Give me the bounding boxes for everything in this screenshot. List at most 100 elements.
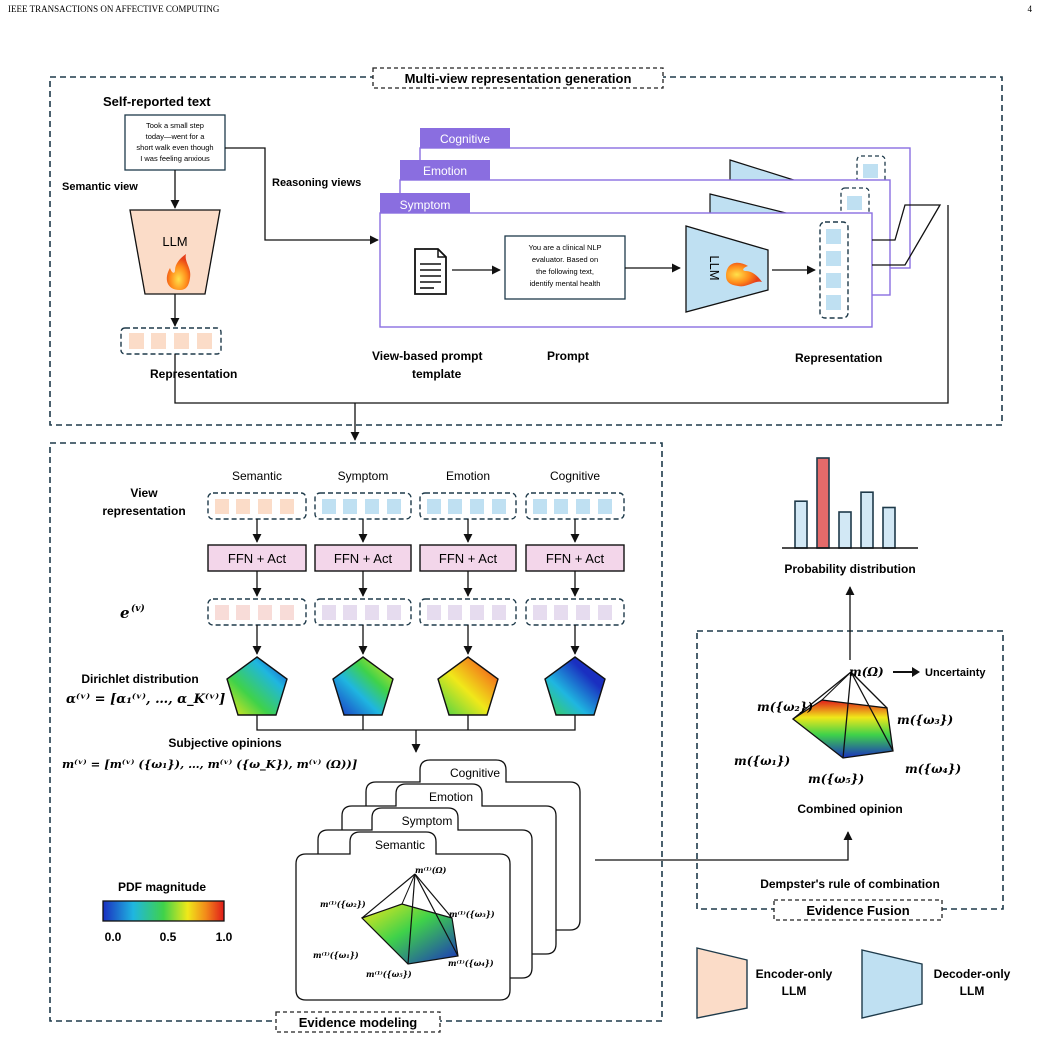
evidence-modeling-title-box [275, 1011, 441, 1033]
evidence-fusion-title: Evidence Fusion [806, 903, 909, 918]
dirichlet-pentagon [226, 656, 288, 716]
evidence-modeling-title: Evidence modeling [299, 1015, 418, 1030]
encoder-llm-label: LLM [162, 234, 187, 249]
fusion-w3-label: m({ω₃}) [897, 713, 953, 727]
fusion-w5-label: m({ω₅}) [808, 772, 864, 786]
tab-emotion: Emotion [423, 164, 467, 178]
e-label: e [120, 604, 130, 622]
ffn-label: FFN + Act [439, 551, 498, 566]
rep-cell [197, 333, 212, 349]
view-panel-symptom: Symptom You are a clinical NLP evaluator… [379, 193, 873, 328]
input-text-line-1: Took a small step [146, 121, 204, 130]
pdf-tick-2: 1.0 [216, 930, 233, 944]
arrow-right-icon [893, 667, 920, 677]
template-label-line-1: View-based prompt [372, 349, 482, 363]
multiview-title: Multi-view representation generation [405, 71, 632, 86]
self-reported-label: Self-reported text [103, 94, 211, 109]
ffn-label: FFN + Act [546, 551, 605, 566]
probability-label: Probability distribution [784, 562, 915, 576]
fusion-w4-label: m({ω₄}) [905, 762, 961, 776]
small-opinion-pyramid [360, 873, 459, 965]
col-label: Symptom [338, 469, 389, 483]
view-rep-label-1: View [130, 486, 158, 500]
legend-decoder-line-1: Decoder-only [934, 967, 1011, 981]
column-emotion: Emotion FFN + Act [419, 469, 517, 716]
document-icon [414, 248, 447, 295]
representation-label-right: Representation [795, 351, 882, 365]
small-w5-label: m⁽¹⁾({ω₅}) [366, 969, 412, 979]
dirichlet-pentagon [332, 656, 394, 716]
small-w3-label: m⁽¹⁾({ω₃}) [449, 909, 495, 919]
fire-icon [726, 262, 762, 287]
arrow-to-fusion [595, 831, 853, 861]
decoder-llm-label: LLM [707, 255, 722, 280]
semantic-representation-box [120, 327, 222, 355]
reasoning-views-label: Reasoning views [272, 177, 361, 189]
fusion-w2-label: m({ω₂}) [757, 700, 813, 714]
column-cognitive: Cognitive FFN + Act [525, 469, 625, 716]
card-tab-emotion: Emotion [429, 790, 473, 804]
tab-symptom: Symptom [400, 198, 451, 212]
fusion-apex-label: m(Ω) [849, 665, 884, 679]
encoder-llm-trapezoid [129, 209, 221, 295]
col-label: Semantic [232, 469, 282, 483]
small-w4-label: m⁽¹⁾({ω₄}) [448, 958, 494, 968]
rep-merge-line [872, 204, 942, 266]
view-rep-label-2: representation [102, 504, 185, 518]
arrow-to-reasoning [225, 147, 379, 245]
legend-encoder-shape [696, 947, 748, 1019]
dirichlet-label: Dirichlet distribution [81, 672, 198, 686]
dempster-label: Dempster's rule of combination [760, 877, 940, 891]
representation-label-left: Representation [150, 367, 237, 381]
decoder-representation-box [819, 221, 849, 319]
probability-bar [794, 500, 808, 549]
subjective-formula: m⁽ᵛ⁾ = [m⁽ᵛ⁾ ({ω₁}), …, m⁽ᵛ⁾ ({ω_K}), m⁽… [62, 757, 357, 772]
rep-cell [174, 333, 189, 349]
small-apex-label: m⁽¹⁾(Ω) [415, 865, 447, 875]
prompt-label: Prompt [547, 349, 589, 363]
card-tab-semantic: Semantic [375, 838, 425, 852]
ffn-label: FFN + Act [334, 551, 393, 566]
merge-line-right [355, 205, 949, 404]
journal-header: IEEE TRANSACTIONS ON AFFECTIVE COMPUTING [8, 4, 220, 14]
multiview-title-box [372, 67, 664, 89]
e-superscript: (v) [131, 603, 145, 614]
dirichlet-pentagon [544, 656, 606, 716]
fire-icon [166, 254, 191, 290]
input-text-box [124, 114, 226, 171]
legend-decoder-line-2: LLM [960, 984, 985, 998]
small-w2-label: m⁽¹⁾({ω₂}) [320, 899, 366, 909]
col-label: Emotion [446, 469, 490, 483]
probability-bar [882, 506, 896, 549]
subjective-label: Subjective opinions [168, 736, 282, 750]
combined-opinion-label: Combined opinion [797, 802, 902, 816]
pdf-tick-0: 0.0 [105, 930, 122, 944]
card-semantic: Semantic m⁽¹⁾(Ω) m⁽¹⁾({ω₂}) m⁽¹⁾({ω₃}) m… [295, 831, 511, 1001]
ffn-label: FFN + Act [228, 551, 287, 566]
dirichlet-pentagon [437, 656, 499, 716]
probability-bar [838, 511, 852, 549]
prompt-line-1: You are a clinical NLP [528, 243, 601, 252]
merge-line-left [174, 354, 355, 404]
card-tab-symptom: Symptom [402, 814, 453, 828]
probability-bar [816, 457, 830, 549]
alpha-formula: α⁽ᵛ⁾ = [α₁⁽ᵛ⁾, …, α_K⁽ᵛ⁾] [66, 692, 225, 707]
prompt-line-4: identify mental health [530, 279, 601, 288]
combined-opinion-pyramid [791, 671, 894, 759]
probability-bars [794, 457, 896, 549]
prompt-line-2: evaluator. Based on [532, 255, 598, 264]
input-text-line-2: today—went for a [146, 132, 206, 141]
pdf-title: PDF magnitude [118, 880, 206, 894]
col-label: Cognitive [550, 469, 600, 483]
decoder-llm-trapezoid [685, 225, 769, 313]
semantic-view-label: Semantic view [62, 181, 138, 193]
legend-encoder-line-2: LLM [782, 984, 807, 998]
template-label-line-2: template [412, 367, 462, 381]
small-w1-label: m⁽¹⁾({ω₁}) [313, 950, 359, 960]
probability-bar [860, 491, 874, 549]
pdf-tick-1: 0.5 [160, 930, 177, 944]
rep-cell [129, 333, 144, 349]
input-text-line-3: short walk even though [136, 143, 213, 152]
